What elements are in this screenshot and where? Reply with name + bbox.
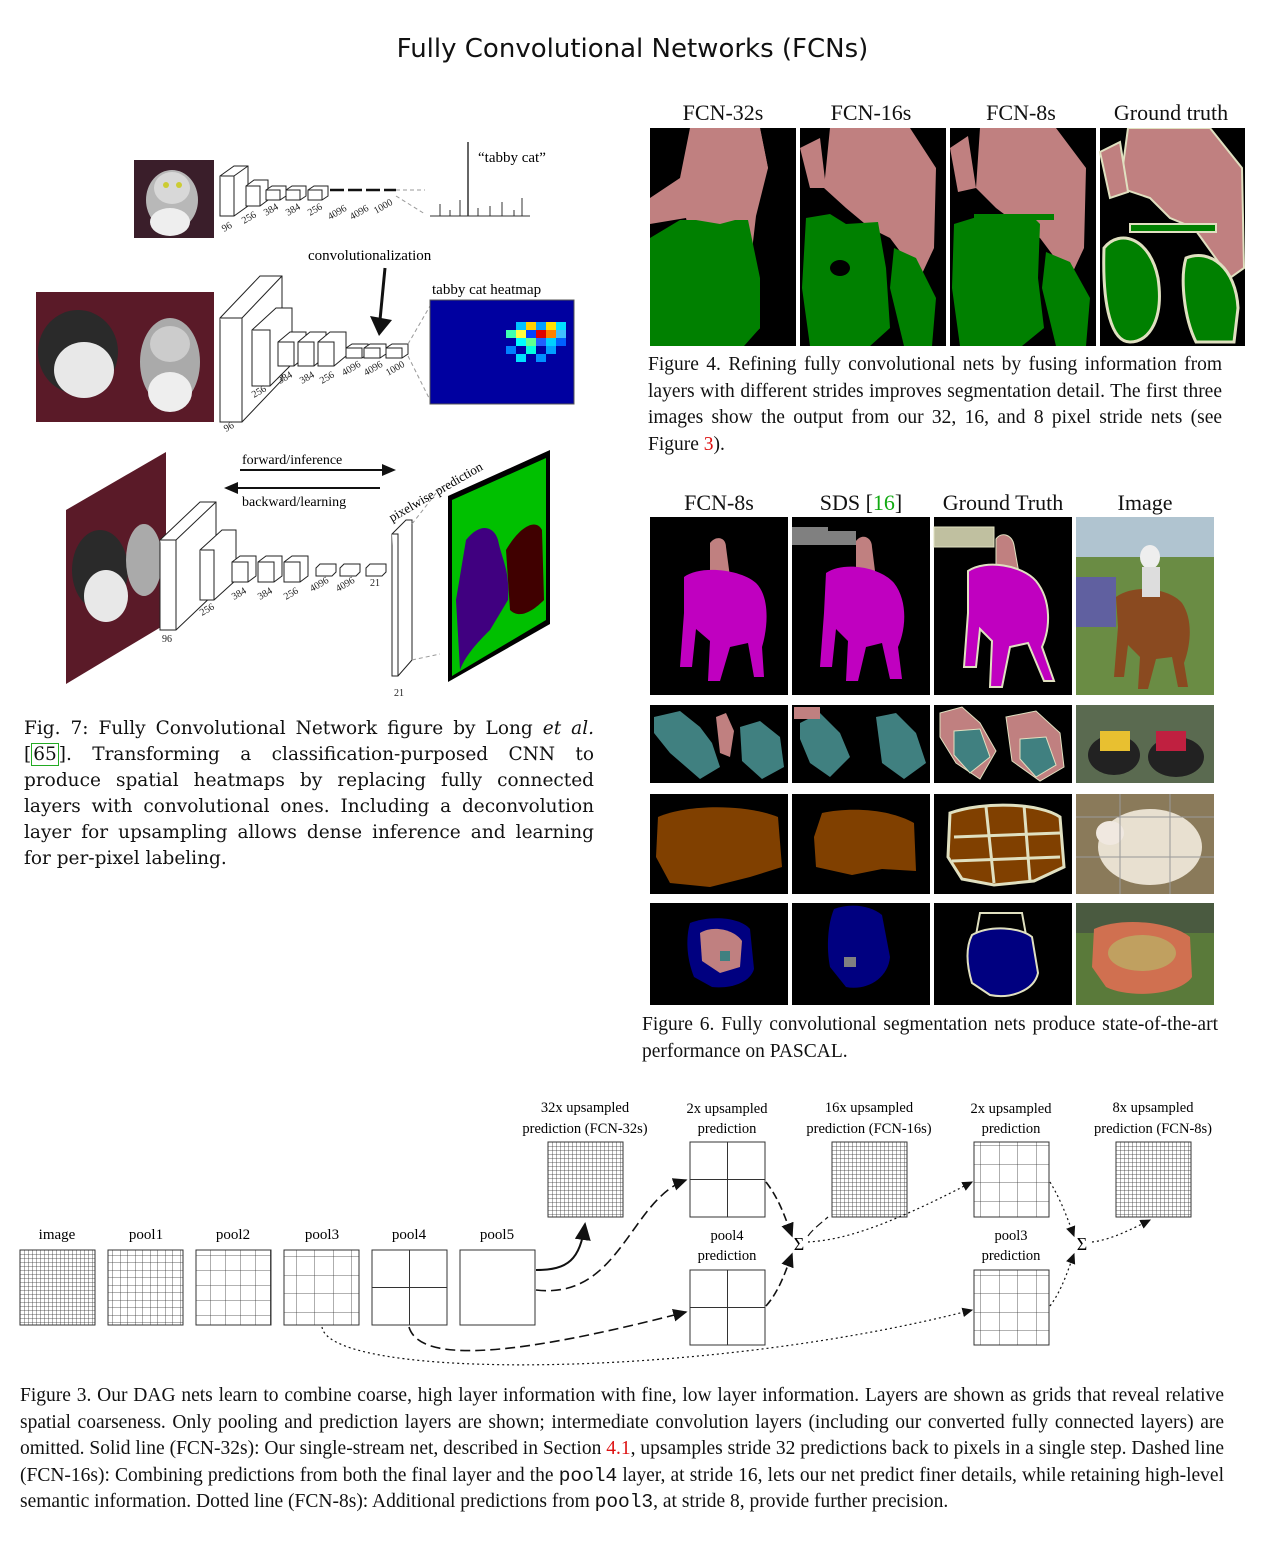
- fig6-header: Image: [1117, 490, 1173, 515]
- edge-solid: [535, 1222, 591, 1271]
- size-label: 21: [370, 578, 380, 589]
- fig4-caption: Figure 4. Refining fully convolutional n…: [648, 354, 1222, 455]
- grid-image: [19, 1249, 96, 1326]
- label-up2b: prediction: [982, 1121, 1042, 1137]
- size-label: 4096: [334, 575, 357, 595]
- grid-pool5: [459, 1249, 536, 1326]
- size-label: 384: [262, 202, 280, 219]
- grid-up32: [547, 1141, 624, 1218]
- label-up2a: prediction: [698, 1121, 758, 1137]
- backward-label: backward/learning: [242, 495, 346, 510]
- fig6-header: SDS [16]: [819, 490, 903, 515]
- size-label: 256: [318, 370, 336, 387]
- size-label: 256: [240, 210, 258, 227]
- label-pool3pred: pool3: [994, 1228, 1027, 1244]
- size-label: 21: [394, 688, 404, 699]
- size-label: 1000: [372, 197, 395, 217]
- fig4-header: FCN-16s: [830, 100, 912, 125]
- size-label: 4096: [326, 203, 349, 223]
- dog-cat-photo: [36, 292, 214, 422]
- layer-label-pool2: pool2: [216, 1227, 250, 1243]
- fig6-header: Ground Truth: [942, 490, 1064, 515]
- sum-node-1: Σ: [794, 1234, 804, 1254]
- fig6-grid: [650, 517, 1214, 1005]
- size-label: 384: [298, 370, 316, 387]
- size-label: 256: [306, 202, 324, 219]
- grid-pool2: [195, 1249, 272, 1326]
- tabby-label: “tabby cat”: [478, 150, 546, 166]
- grid-pool3pred: [973, 1269, 1050, 1346]
- fig6-row-boat: [650, 903, 1214, 1005]
- heatmap-label: tabby cat heatmap: [432, 282, 541, 298]
- layer-label-pool1: pool1: [129, 1227, 163, 1243]
- fig4-panel-ground-truth: [1098, 128, 1245, 346]
- fig6-row-moto: [650, 705, 1214, 783]
- fig3-diagram: image pool1 pool2 pool3 pool4 pool5 32x …: [19, 1100, 1212, 1366]
- size-label: 1000: [384, 359, 407, 379]
- arrow-left-icon: [224, 482, 238, 494]
- label-up32: prediction (FCN-32s): [522, 1121, 647, 1137]
- grid-pool1: [107, 1249, 184, 1326]
- size-label: 4096: [348, 203, 371, 223]
- size-label: 4096: [340, 359, 363, 379]
- fig4-header: FCN-8s: [986, 100, 1056, 125]
- fig4-panel-fcn8s: [950, 128, 1096, 346]
- label-pool4pred: prediction: [698, 1248, 758, 1264]
- cat-photo-1: [134, 160, 214, 238]
- sum-node-2: Σ: [1077, 1234, 1087, 1254]
- layer-label-pool4: pool4: [392, 1227, 427, 1243]
- grid-pool3: [283, 1249, 360, 1326]
- fig4-panels: [650, 128, 1245, 346]
- fig4-panel-fcn16s: [800, 128, 946, 346]
- page-title: Fully Convolutional Networks (FCNs): [396, 34, 869, 64]
- label-pool3pred: prediction: [982, 1248, 1042, 1264]
- grid-up16: [831, 1141, 908, 1218]
- fig7-diagram: “tabby cat” 96 256 384 384 256 4096 4096…: [36, 142, 575, 699]
- size-label: 256: [282, 586, 300, 603]
- segmentation-gt: [448, 450, 550, 682]
- size-label: 384: [256, 586, 274, 603]
- size-label: 96: [220, 220, 234, 235]
- layer-label-pool3: pool3: [305, 1227, 339, 1243]
- size-label: 384: [284, 202, 302, 219]
- fig7-caption: Fig. 7: Fully Convolutional Network figu…: [24, 718, 594, 869]
- label-up8: prediction (FCN-8s): [1094, 1121, 1212, 1137]
- arrow-down-icon: [370, 316, 392, 336]
- fig6-row-horse: [650, 517, 1214, 695]
- figure-link[interactable]: 3: [703, 433, 714, 455]
- section-link[interactable]: 4.1: [606, 1438, 631, 1459]
- grid-up2b: [973, 1141, 1050, 1218]
- label-pool4pred: pool4: [710, 1228, 744, 1244]
- fig6-row-sheep: [650, 794, 1214, 894]
- fig4-panel-fcn32s: [650, 128, 796, 346]
- citation-link[interactable]: 65: [31, 743, 59, 766]
- size-label: 96: [222, 420, 236, 435]
- forward-label: forward/inference: [242, 453, 342, 468]
- label-up16: prediction (FCN-16s): [806, 1121, 931, 1137]
- edge-dotted: [807, 1181, 974, 1243]
- size-label: 96: [162, 634, 172, 645]
- size-label: 4096: [308, 575, 331, 595]
- citation-link[interactable]: 16: [872, 490, 895, 515]
- layer-label-pool5: pool5: [480, 1227, 514, 1243]
- label-up2b: 2x upsampled: [971, 1101, 1053, 1117]
- fig6-header: FCN-8s: [684, 490, 754, 515]
- grid-up8: [1115, 1141, 1192, 1218]
- label-up2a: 2x upsampled: [687, 1101, 769, 1117]
- fig3-caption: Figure 3. Our DAG nets learn to combine …: [20, 1385, 1224, 1513]
- label-up32: 32x upsampled: [541, 1100, 630, 1116]
- label-up8: 8x upsampled: [1113, 1100, 1195, 1116]
- size-label: 384: [230, 586, 248, 603]
- edge-dashed: [535, 1178, 688, 1292]
- convolutionalization-label: convolutionalization: [308, 248, 432, 264]
- label-up16: 16x upsampled: [825, 1100, 914, 1116]
- size-label: 4096: [362, 359, 385, 379]
- layer-label-image: image: [39, 1227, 76, 1243]
- fig4-header: Ground truth: [1113, 100, 1229, 125]
- fig6-caption: Figure 6. Fully convolutional segmentati…: [642, 1014, 1218, 1062]
- dog-cat-photo-skewed: [66, 452, 166, 684]
- heatmap: [429, 299, 575, 405]
- arrow-right-icon: [382, 464, 396, 476]
- fig4-header: FCN-32s: [682, 100, 764, 125]
